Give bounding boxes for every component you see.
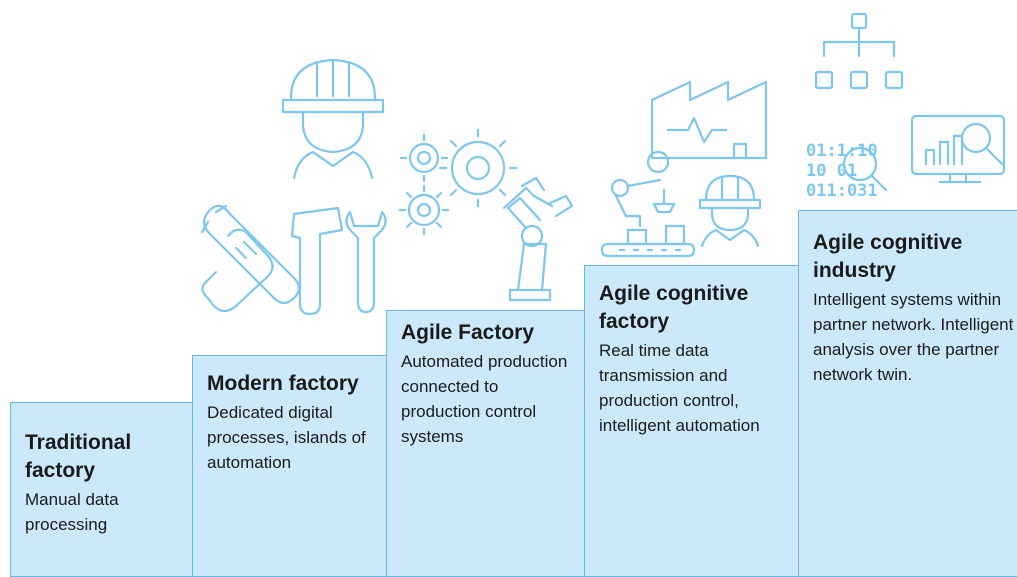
step-description: Intelligent systems within partner netwo…: [813, 290, 1014, 384]
worker-icon: [281, 58, 385, 180]
step-title: Agile Factory: [401, 321, 535, 344]
hierarchy-icon: [814, 12, 904, 90]
step-description: Real time data transmission and producti…: [599, 341, 760, 435]
svg-text:10 01: 10 01: [806, 161, 857, 181]
step-description: Automated production connected to produc…: [401, 352, 568, 446]
step-title: Agile cognitive industry: [813, 231, 963, 282]
step-traditional-factory: Traditional factory Manual data processi…: [10, 402, 194, 577]
svg-text:011:031: 011:031: [806, 181, 878, 201]
binary-search-icon: 01:1:10 10 01 011:031: [806, 141, 888, 201]
step-title: Modern factory: [207, 372, 359, 395]
svg-text:01:1:10: 01:1:10: [806, 141, 878, 161]
factory-monitor-icon: [650, 80, 768, 160]
robot-arm-icon: [502, 176, 574, 302]
assembly-line-icon: [600, 150, 696, 258]
step-agile-cognitive-factory: Agile cognitive factory Real time data t…: [584, 265, 800, 577]
step-description: Manual data processing: [25, 490, 119, 534]
engineer-icon: [698, 174, 762, 248]
step-modern-factory: Modern factory Dedicated digital process…: [192, 355, 388, 577]
step-agile-cognitive-industry: Agile cognitive industry Intelligent sys…: [798, 210, 1017, 577]
analytics-monitor-icon: [910, 114, 1006, 184]
gears-icon: [398, 128, 518, 236]
step-title: Agile cognitive factory: [599, 282, 749, 333]
step-title: Traditional factory: [25, 431, 132, 482]
step-description: Dedicated digital processes, islands of …: [207, 403, 366, 472]
step-agile-factory: Agile Factory Automated production conne…: [386, 310, 586, 577]
tools-icon: [200, 204, 387, 316]
